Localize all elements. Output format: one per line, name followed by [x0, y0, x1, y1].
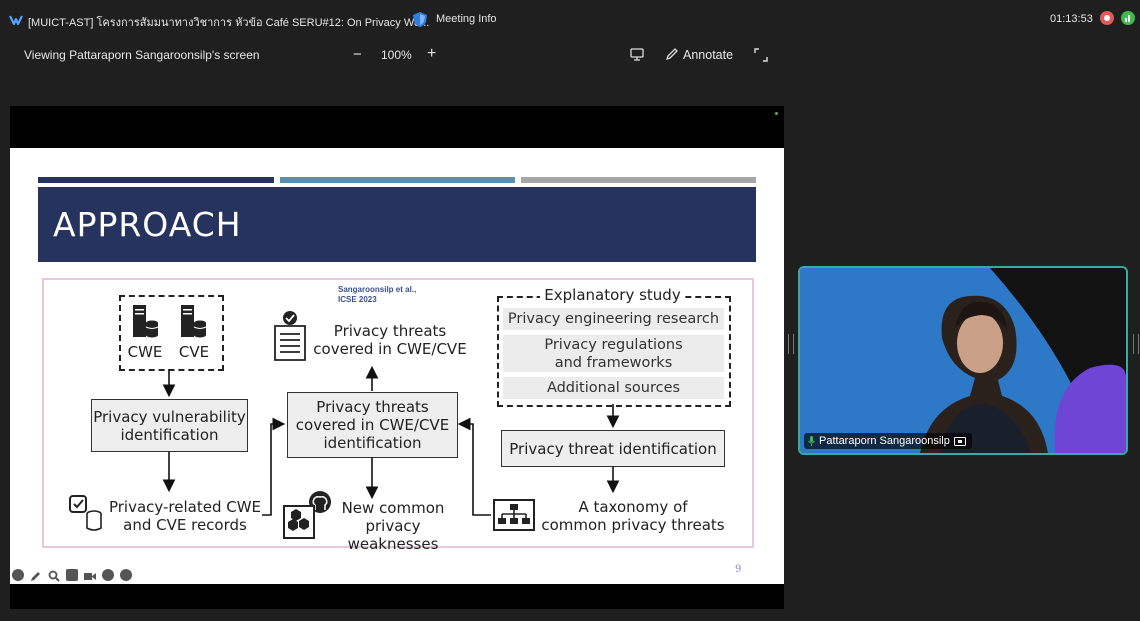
camera-icon[interactable]: [84, 569, 96, 581]
explanatory-study-title: Explanatory study: [540, 286, 685, 304]
meeting-info-link[interactable]: Meeting Info: [436, 13, 497, 25]
zoom-in-button[interactable]: +: [427, 45, 437, 62]
zoom-level: 100%: [381, 48, 412, 62]
shield-icon[interactable]: [412, 11, 428, 28]
signal-strength-icon[interactable]: [1121, 11, 1135, 25]
next-slide-icon[interactable]: [120, 569, 132, 581]
slide-heading: APPROACH: [53, 205, 242, 244]
captions-icon[interactable]: [66, 569, 78, 581]
splitter-handle-right[interactable]: [1133, 334, 1139, 354]
fullscreen-icon[interactable]: [754, 48, 768, 62]
zoom-logo-icon: [9, 15, 23, 25]
diagram-arrows: [162, 365, 620, 516]
checked-document-icon: [274, 311, 306, 361]
magnifier-icon[interactable]: [48, 569, 60, 582]
screen-share-icon: [953, 436, 966, 446]
slide-top-bar-2: [280, 177, 515, 183]
screen-view-icon[interactable]: [630, 48, 644, 61]
window-title: [MUICT-AST] โครงการสัมมนาทางวิชาการ หัวข…: [28, 17, 430, 29]
participant-name-tag: Pattaraporn Sangaroonsilp: [804, 433, 972, 449]
annotate-pen-icon[interactable]: [665, 47, 679, 61]
slide-controls: [12, 569, 132, 582]
share-status-dot: [775, 112, 778, 115]
github-cubes-icon: [283, 491, 331, 539]
citation: Sangaroonsilp et al.,ICSE 2023: [338, 285, 417, 304]
record-indicator-icon[interactable]: [1100, 11, 1114, 25]
participant-video[interactable]: Pattaraporn Sangaroonsilp: [798, 266, 1128, 455]
database-server-icon: [133, 305, 159, 338]
database-server-icon: [181, 305, 207, 338]
viewing-toolbar: Viewing Pattaraporn Sangaroonsilp's scre…: [0, 38, 1140, 72]
more-options-icon[interactable]: [102, 569, 114, 581]
taxonomy-hierarchy-icon: [493, 499, 535, 531]
slide-top-bar-1: [38, 177, 274, 183]
source-additional: Additional sources: [503, 377, 724, 399]
pen-icon[interactable]: [30, 569, 42, 581]
cwe-label: CWE: [127, 343, 163, 361]
title-bar: [MUICT-AST] โครงการสัมมนาทางวิชาการ หัวข…: [0, 0, 1140, 38]
checked-database-icon: [69, 495, 102, 531]
viewing-label: Viewing Pattaraporn Sangaroonsilp's scre…: [24, 48, 260, 62]
participant-video-feed: [800, 268, 1126, 453]
splitter-handle-left[interactable]: [788, 334, 794, 354]
annotate-button[interactable]: Annotate: [683, 48, 734, 62]
participant-name: Pattaraporn Sangaroonsilp: [819, 435, 950, 447]
meeting-timer: 01:13:53: [1050, 13, 1093, 25]
microphone-icon: [808, 436, 815, 446]
source-privacy-engineering-research: Privacy engineering research: [503, 308, 724, 330]
previous-slide-icon[interactable]: [12, 569, 24, 581]
privacy-threat-identification-box: Privacy threat identification: [501, 430, 725, 467]
slide-header-band: APPROACH: [38, 187, 756, 262]
zoom-out-button[interactable]: −: [353, 46, 362, 63]
slide-page-number: 9: [735, 564, 742, 575]
slide-top-bar-3: [521, 177, 756, 183]
cve-label: CVE: [178, 343, 210, 361]
